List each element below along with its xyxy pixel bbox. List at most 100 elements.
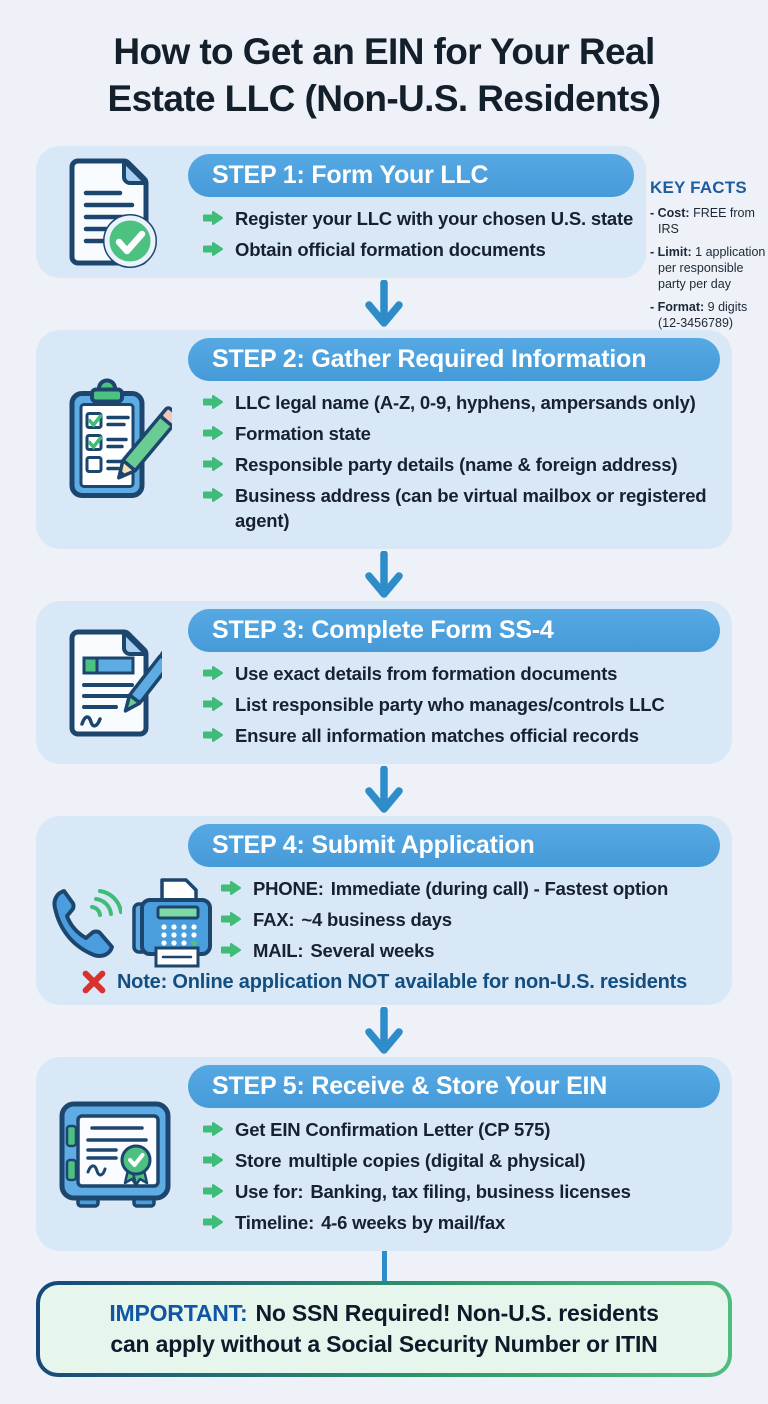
bullet-arrow-icon	[203, 697, 223, 711]
important-line-2: can apply without a Social Security Numb…	[110, 1331, 658, 1357]
red-x-icon	[82, 970, 106, 994]
bullet-text: multiple copies (digital & physical)	[288, 1150, 586, 1171]
step-header-text: STEP 1: Form Your LLC	[212, 161, 489, 189]
bullet-arrow-icon	[203, 666, 223, 680]
bullet-text: Responsible party details (name & foreig…	[235, 454, 678, 475]
bullet-text: Register your LLC with your chosen U.S. …	[235, 208, 634, 229]
bullet-text: Formation state	[235, 423, 371, 444]
clipboard-pencil-icon	[62, 377, 172, 502]
bullet-item: Register your LLC with your chosen U.S. …	[202, 206, 634, 231]
bullet-item: LLC legal name (A-Z, 0-9, hyphens, amper…	[202, 390, 720, 415]
phone-icon	[52, 889, 122, 958]
step-card-3: STEP 3: Complete Form SS-4 Use exact det…	[36, 601, 732, 764]
down-arrow-icon	[0, 1005, 768, 1057]
note-text: Note: Online application NOT available f…	[116, 970, 688, 993]
step-header: STEP 3: Complete Form SS-4	[188, 609, 720, 652]
important-label: IMPORTANT:	[109, 1300, 248, 1326]
step-header: STEP 2: Gather Required Information	[188, 338, 720, 381]
key-facts-item-format: - Format: 9 digits (12-3456789)	[650, 299, 766, 331]
bullet-arrow-icon	[203, 728, 223, 742]
step-card-1: STEP 1: Form Your LLC Register your LLC …	[36, 146, 646, 278]
key-facts-label: - Cost:	[650, 206, 690, 220]
step-header-text: STEP 5: Receive & Store Your EIN	[212, 1072, 608, 1100]
bullet-arrow-icon	[203, 488, 223, 502]
step-header: STEP 4: Submit Application	[188, 824, 720, 867]
bullet-item: Get EIN Confirmation Letter (CP 575)	[202, 1117, 720, 1142]
down-arrow-icon	[0, 549, 768, 601]
page-title-line-2: Estate LLC (Non-U.S. Residents)	[107, 78, 662, 119]
bullet-text: LLC legal name (A-Z, 0-9, hyphens, amper…	[235, 392, 696, 413]
key-facts-item-limit: - Limit: 1 application per responsible p…	[650, 244, 766, 292]
bullet-arrow-icon	[203, 395, 223, 409]
step-header-text: STEP 2: Gather Required Information	[212, 345, 647, 373]
fax-machine-icon	[132, 878, 212, 968]
key-facts-label: - Limit:	[650, 245, 692, 259]
bullet-bold: MAIL:	[253, 940, 304, 961]
page-title-line-1: How to Get an EIN for Your Real	[113, 31, 655, 72]
down-arrow-icon	[0, 278, 768, 330]
bullet-text: Get EIN Confirmation Letter (CP 575)	[235, 1119, 551, 1140]
bullet-text: Use exact details from formation documen…	[235, 663, 618, 684]
important-text-line-1: No SSN Required! Non-U.S. residents	[255, 1300, 659, 1326]
key-facts-label: - Format:	[650, 300, 705, 314]
bullet-item: Store multiple copies (digital & physical…	[202, 1148, 720, 1173]
phone-fax-icons	[50, 874, 218, 972]
bullet-arrow-icon	[221, 912, 241, 926]
bullet-bold: PHONE:	[253, 878, 324, 899]
bullet-arrow-icon	[203, 1153, 223, 1167]
bullet-arrow-icon	[203, 1215, 223, 1229]
bullet-text: Banking, tax filing, business licenses	[310, 1181, 631, 1202]
bullet-arrow-icon	[221, 943, 241, 957]
infographic-page: How to Get an EIN for Your Real Estate L…	[0, 28, 768, 1404]
bullet-arrow-icon	[203, 242, 223, 256]
bullet-item: Business address (can be virtual mailbox…	[202, 483, 720, 533]
safe-icon	[54, 1098, 176, 1210]
step-card-4: STEP 4: Submit Application PHONE: Immedia…	[36, 816, 732, 1005]
document-check-icon	[62, 153, 162, 271]
bullet-arrow-icon	[203, 211, 223, 225]
page-title: How to Get an EIN for Your Real Estate L…	[0, 28, 768, 122]
important-box: IMPORTANT: No SSN Required! Non-U.S. resi…	[36, 1281, 732, 1377]
step-header: STEP 5: Receive & Store Your EIN	[188, 1065, 720, 1108]
bullet-text: Ensure all information matches official …	[235, 725, 639, 746]
bullet-text: Several weeks	[310, 940, 435, 961]
bullet-text: 4-6 weeks by mail/fax	[321, 1212, 506, 1233]
bullet-arrow-icon	[203, 457, 223, 471]
bullet-arrow-icon	[203, 1184, 223, 1198]
important-line-1: IMPORTANT: No SSN Required! Non-U.S. resi…	[58, 1298, 710, 1329]
bullet-item: Use exact details from formation documen…	[202, 661, 720, 686]
bullet-bold: FAX:	[253, 909, 295, 930]
bullet-arrow-icon	[203, 1122, 223, 1136]
key-facts-value: 9 digits (12-3456789)	[658, 300, 748, 330]
step-card-2: STEP 2: Gather Required Information LLC …	[36, 330, 732, 549]
bullet-item: MAIL: Several weeks	[220, 938, 720, 963]
bullet-arrow-icon	[221, 881, 241, 895]
key-facts-heading: KEY FACTS	[650, 178, 747, 197]
down-arrow-icon	[0, 764, 768, 816]
online-not-available-note: Note: Online application NOT available f…	[36, 969, 732, 995]
key-facts-item-cost: - Cost: FREE from IRS	[650, 205, 766, 237]
bullet-bold: Use for:	[235, 1181, 304, 1202]
bullet-item: List responsible party who manages/contr…	[202, 692, 720, 717]
bullet-item: Formation state	[202, 421, 720, 446]
connector-line	[381, 1251, 387, 1281]
step-header-text: STEP 3: Complete Form SS-4	[212, 616, 554, 644]
bullet-item: FAX: ~4 business days	[220, 907, 720, 932]
bullet-text: Obtain official formation documents	[235, 239, 546, 260]
bullet-arrow-icon	[203, 426, 223, 440]
key-facts-panel: KEY FACTS - Cost: FREE from IRS - Limit:…	[650, 178, 766, 331]
bullet-item: Ensure all information matches official …	[202, 723, 720, 748]
bullet-text: Business address (can be virtual mailbox…	[235, 485, 707, 531]
bullet-bold: Store	[235, 1150, 282, 1171]
step-card-5: STEP 5: Receive & Store Your EIN Get EIN…	[36, 1057, 732, 1251]
bullet-item: PHONE: Immediate (during call) - Fastest …	[220, 876, 720, 901]
document-pen-icon	[62, 624, 162, 742]
step-header-text: STEP 4: Submit Application	[212, 831, 535, 859]
step-header: STEP 1: Form Your LLC	[188, 154, 634, 197]
key-facts-value: 1 application per responsible party per …	[658, 245, 766, 291]
bullet-bold: Timeline:	[235, 1212, 315, 1233]
bullet-text: ~4 business days	[301, 909, 452, 930]
bullet-item: Timeline: 4-6 weeks by mail/fax	[202, 1210, 720, 1235]
bullet-item: Obtain official formation documents	[202, 237, 634, 262]
bullet-text: Immediate (during call) - Fastest option	[330, 878, 669, 899]
